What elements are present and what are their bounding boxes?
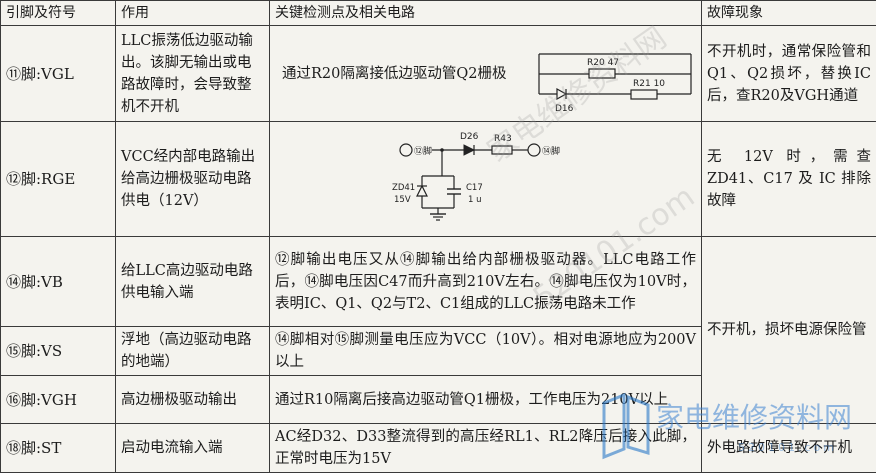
header-row: 引脚及符号 作用 关键检测点及相关电路 故障现象 xyxy=(0,0,876,26)
pin-label: ⑫脚:RGE xyxy=(0,121,116,237)
pin14-terminal xyxy=(527,143,541,157)
check-cell: ⑫脚 D26 R43 ⑭脚 ZD41 15V xyxy=(269,121,702,237)
function-text: 高边栅极驱动输出 xyxy=(115,375,270,424)
pin12-label: ⑫脚 xyxy=(414,146,432,157)
pin-label: ⑪脚:VGL xyxy=(0,25,116,122)
fault-text: 不开机，损坏电源保险管 xyxy=(701,236,876,424)
check-text: AC经D32、D33整流得到的高压经RL1、RL2降压后接入此脚，正常时电压为1… xyxy=(269,423,702,473)
zd41-label: ZD41 xyxy=(392,183,415,193)
pin-label: ⑮脚:VS xyxy=(0,326,116,376)
check-text: 通过R10隔离后接高边驱动管Q1栅极，工作电压为210V以上 xyxy=(269,375,702,424)
function-text: 启动电流输入端 xyxy=(115,423,270,473)
function-text: VCC经内部电路输出给高边栅极驱动电路供电（12V） xyxy=(115,121,270,237)
function-text: 给LLC高边驱动电路供电输入端 xyxy=(115,236,270,327)
r20-label: R20 47 xyxy=(587,58,619,68)
function-text: 浮地（高边驱动电路的地端） xyxy=(115,326,270,376)
fault-text: 无 12V 时，需查 ZD41、C17 及 IC 排除故障 xyxy=(701,121,876,237)
zd41-value: 15V xyxy=(394,195,411,205)
fault-text: 外电路故障导致不开机 xyxy=(701,423,876,473)
fault-text: 不开机时，通常保险管和Q1、Q2损坏，替换IC后，查R20及VGH通道 xyxy=(701,25,876,122)
vgl-circuit-diagram: R20 47 R21 10 D16 xyxy=(538,53,692,114)
header-pin: 引脚及符号 xyxy=(0,0,116,26)
rge-circuit-diagram: ⑫脚 D26 R43 ⑭脚 ZD41 15V xyxy=(392,132,560,221)
pin12-terminal xyxy=(399,143,413,157)
table-row: ⑮脚:VS 浮地（高边驱动电路的地端） ⑭脚相对⑮脚测量电压应为VCC（10V）… xyxy=(0,326,876,376)
r43-resistor xyxy=(491,145,513,155)
pin-label: ⑯脚:VGH xyxy=(0,375,116,424)
zd41-zener xyxy=(416,184,428,197)
check-text: ⑫脚输出电压又从⑭脚输出给内部栅极驱动器。LLC电路工作后，⑭脚电压因C47而升… xyxy=(269,236,702,327)
header-check-points: 关键检测点及相关电路 xyxy=(269,0,702,26)
c17-value: 1 u xyxy=(468,195,482,205)
c17-label: C17 xyxy=(466,183,483,193)
check-cell: 通过R20隔离接低边驱动管Q2栅极 R20 47 R21 10 D16 xyxy=(269,25,702,122)
r43-label: R43 xyxy=(494,134,512,144)
table-row: ⑫脚:RGE VCC经内部电路输出给高边栅极驱动电路供电（12V） ⑫脚 D26… xyxy=(0,121,876,237)
d26-label: D26 xyxy=(460,132,479,142)
header-function: 作用 xyxy=(115,0,270,26)
r21-resistor xyxy=(630,89,658,100)
table-row: ⑭脚:VB 给LLC高边驱动电路供电输入端 ⑫脚输出电压又从⑭脚输出给内部栅极驱… xyxy=(0,236,876,424)
function-text: LLC振荡低边驱动输出。该脚无输出或电路故障时，会导致整机不开机 xyxy=(115,25,270,122)
pin14-label: ⑭脚 xyxy=(542,146,560,157)
r20-resistor xyxy=(588,68,616,79)
table-row: ⑱脚:ST 启动电流输入端 AC经D32、D33整流得到的高压经RL1、RL2降… xyxy=(0,423,876,473)
table-row: ⑪脚:VGL LLC振荡低边驱动输出。该脚无输出或电路故障时，会导致整机不开机 … xyxy=(0,25,876,122)
pin-label: ⑱脚:ST xyxy=(0,423,116,473)
pin-label: ⑭脚:VB xyxy=(0,236,116,327)
d16-label: D16 xyxy=(555,104,574,114)
check-text: 通过R20隔离接低边驱动管Q2栅极 xyxy=(282,65,507,82)
header-fault: 故障现象 xyxy=(701,0,876,26)
r21-label: R21 10 xyxy=(633,79,665,89)
d16-diode xyxy=(556,87,568,101)
d26-diode xyxy=(463,144,476,156)
check-text: ⑭脚相对⑮脚测量电压应为VCC（10V）。相对电源地应为200V以上 xyxy=(269,326,702,376)
